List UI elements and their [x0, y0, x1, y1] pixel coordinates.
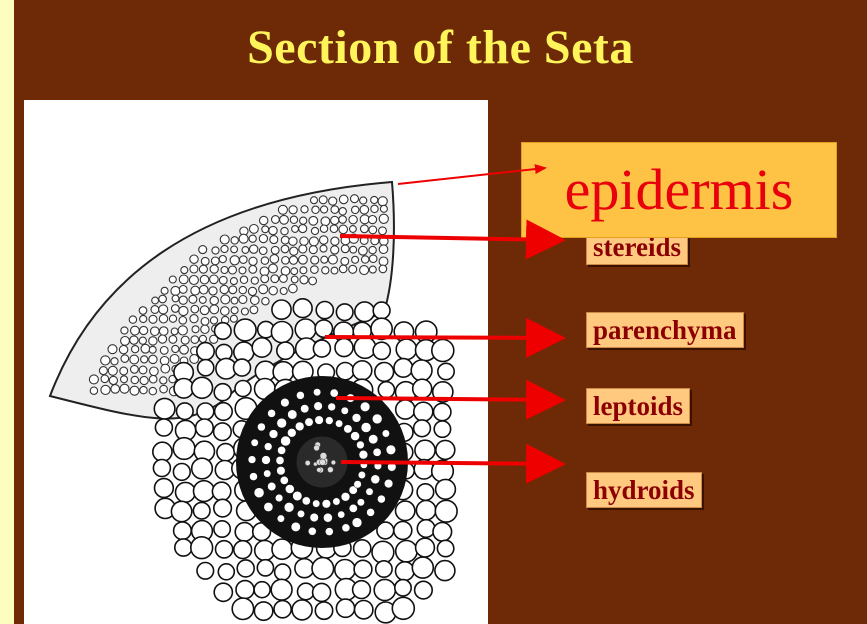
epidermis-callout: epidermis [521, 142, 837, 238]
label-parenchyma: parenchyma [586, 312, 744, 348]
label-leptoids: leptoids [586, 388, 690, 424]
hydroid-cells [296, 436, 348, 488]
label-hydroids: hydroids [586, 472, 702, 508]
cross-section-drawing [24, 100, 488, 624]
seta-cross-section-figure [24, 100, 488, 624]
slide-title: Section of the Seta [14, 18, 867, 78]
